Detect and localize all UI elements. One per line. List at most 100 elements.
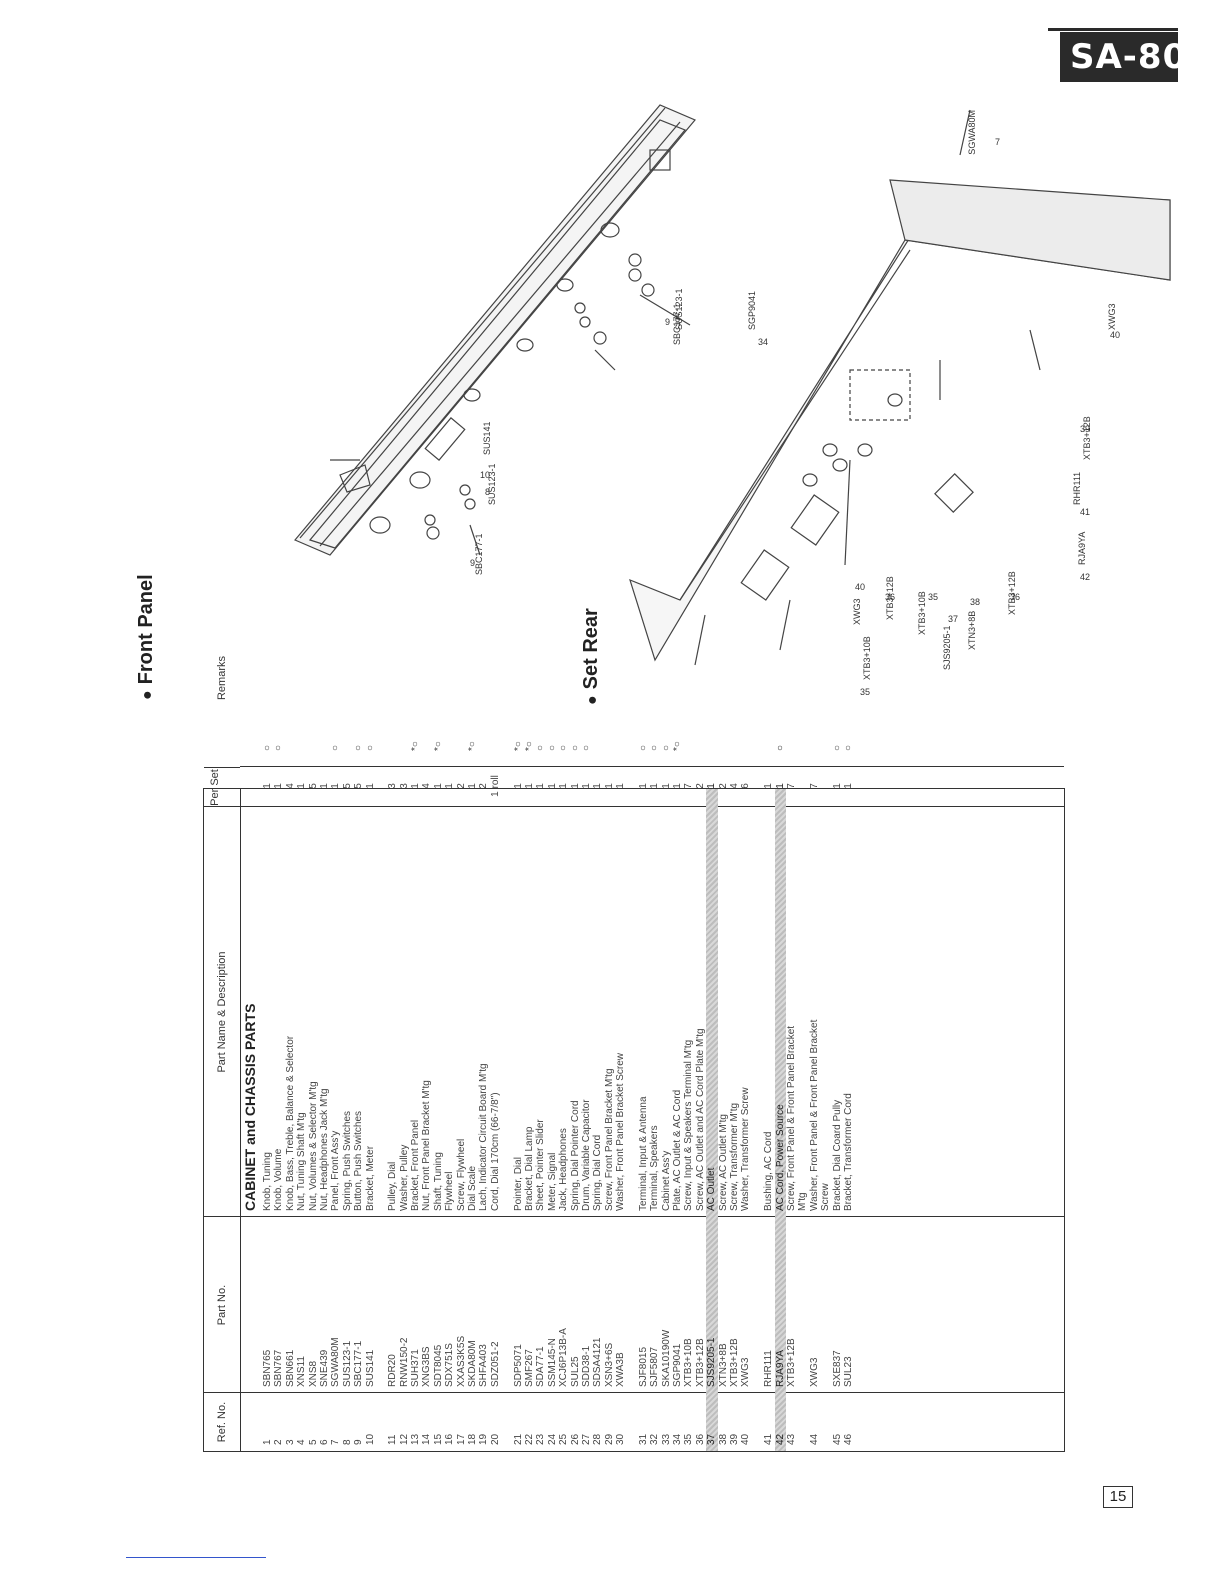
- description-cell: Terminal, Input & Antenna: [637, 1096, 649, 1211]
- part-no-cell: XNG3BS: [421, 1346, 433, 1387]
- description-cell: Knob, Bass, Treble, Balance & Selector: [284, 1035, 296, 1211]
- per-set-cell: 1: [649, 783, 661, 789]
- part-no-cell: XTB3+12B: [785, 1338, 797, 1387]
- callout-36a: 36: [885, 592, 895, 602]
- description-cell: Drum, Variable Capacitor: [580, 1099, 592, 1211]
- callout-sjs9205: SJS9205-1: [942, 625, 952, 670]
- per-set-cell: 1: [842, 783, 854, 789]
- ref-cell: 21: [512, 1433, 524, 1445]
- description-cell: Bracket, Front Panel: [410, 1119, 422, 1211]
- part-no-cell: XCJ6P13B-A: [558, 1328, 570, 1387]
- part-no-cell: SDSA4121: [592, 1337, 604, 1387]
- part-no-cell: SDP5071: [512, 1344, 524, 1387]
- part-no-cell: SGWA80M: [330, 1337, 342, 1387]
- per-set-cell: 7: [785, 783, 797, 789]
- part-no-cell: SHFA403: [478, 1344, 490, 1387]
- ref-cell: 37: [706, 1433, 718, 1445]
- remarks-cell: ○: [649, 744, 661, 751]
- per-set-cell: 1: [558, 783, 570, 789]
- per-set-cell: 1: [592, 783, 604, 789]
- per-set-cell: 1: [432, 783, 444, 789]
- ref-cell: 15: [432, 1433, 444, 1445]
- per-set-cell: 1: [296, 783, 308, 789]
- callout-9b: 9: [665, 317, 670, 327]
- part-no-cell: SUL25: [569, 1356, 581, 1387]
- table-spacer: [376, 789, 387, 1451]
- description-cell: Bracket, Meter: [364, 1145, 376, 1211]
- ref-cell: 4: [296, 1439, 308, 1445]
- description-cell: AC Outlet: [706, 1167, 718, 1211]
- page-number: 15: [1103, 1486, 1133, 1508]
- remarks-cell: ○: [660, 744, 672, 751]
- part-no-cell: RDR20: [387, 1354, 399, 1387]
- callout-7: 7: [995, 137, 1000, 147]
- per-set-cell: 1: [660, 783, 672, 789]
- per-set-cell: 4: [421, 783, 433, 789]
- callout-8a: 8: [485, 487, 490, 497]
- callout-xtn3-8b: XTN3+8B: [967, 611, 977, 650]
- per-set-cell: 1: [774, 783, 786, 789]
- description-cell: Sheet, Pointer Slider: [535, 1119, 547, 1211]
- part-no-cell: XNS11: [296, 1356, 308, 1387]
- per-set-cell: 1: [569, 783, 581, 789]
- per-set-cell: 5: [353, 783, 365, 789]
- callout-10: 10: [480, 470, 490, 480]
- ref-cell: 31: [637, 1433, 649, 1445]
- per-set-cell: 2: [694, 783, 706, 789]
- per-set-cell: 1: [364, 783, 376, 789]
- callout-sus123-a: SUS123-1: [487, 463, 497, 505]
- description-cell: Nut, Tuning Shaft M'tg: [296, 1112, 308, 1211]
- ref-cell: 42: [774, 1433, 786, 1445]
- part-no-cell: SMF267: [523, 1349, 535, 1387]
- per-set-cell: 2: [478, 783, 490, 789]
- ref-cell: 23: [535, 1433, 547, 1445]
- per-set-cell: 7: [808, 783, 820, 789]
- part-no-cell: SBC177-1: [353, 1340, 365, 1387]
- front-panel-title: Front Panel: [135, 574, 157, 685]
- description-cell: Spring, Push Switches: [341, 1110, 353, 1211]
- description-cell: Nut, Front Panel Bracket M'tg: [421, 1080, 433, 1211]
- per-set-cell: 1: [512, 783, 524, 789]
- description-cell: Washer, Transformer Screw: [740, 1087, 752, 1211]
- per-set-cell: 1: [535, 783, 547, 789]
- remarks-cell: *○: [672, 741, 684, 751]
- part-no-cell: XWG3: [740, 1357, 752, 1387]
- part-no-cell: RJA9YA: [774, 1349, 786, 1387]
- callout-35a: 35: [928, 592, 938, 602]
- part-no-cell: SBN661: [284, 1349, 296, 1387]
- header-remarks: Remarks: [216, 656, 228, 701]
- part-no-cell: SJS9205-1: [706, 1337, 718, 1387]
- callout-xtb3-12b-b: XTB3+12B: [1007, 571, 1017, 615]
- part-no-cell: SUL23: [842, 1356, 854, 1387]
- part-no-cell: XSN3+6S: [603, 1342, 615, 1387]
- part-no-cell: XTB3+10B: [683, 1338, 695, 1387]
- ref-cell: 26: [569, 1433, 581, 1445]
- per-set-cell: 2: [717, 783, 729, 789]
- per-set-cell: 1: [318, 783, 330, 789]
- part-no-cell: SKA10190W: [660, 1329, 672, 1387]
- ref-cell: 33: [660, 1433, 672, 1445]
- ref-cell: 3: [284, 1439, 296, 1445]
- table-row: 3 SBN661 Knob, Bass, Treble, Balance & Sel…: [284, 783, 296, 1451]
- ref-cell: 8: [341, 1439, 353, 1445]
- remarks-cell: ○: [637, 744, 649, 751]
- callout-sbc177-a: SBC177-1: [474, 533, 484, 575]
- per-set-cell: 1 roll: [489, 775, 501, 797]
- description-cell: Pointer, Dial: [512, 1157, 524, 1211]
